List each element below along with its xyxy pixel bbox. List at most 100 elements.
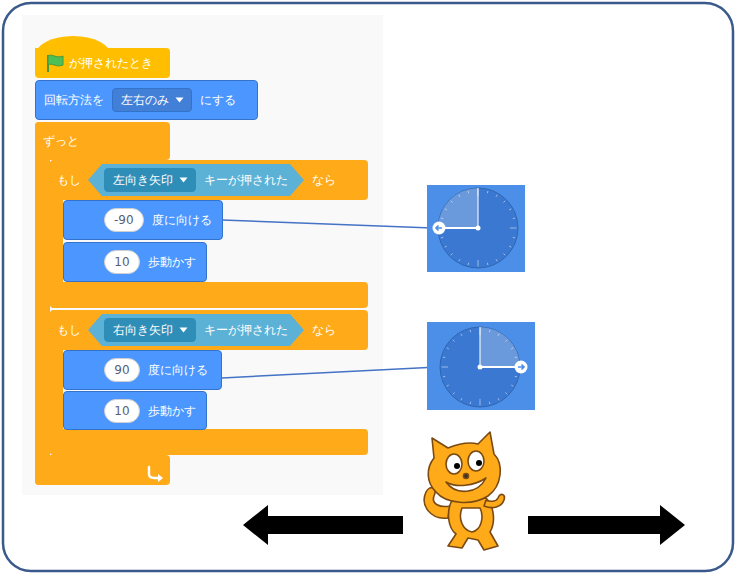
if-block: もしならキーが押された左向き矢印度に向ける-90歩動かす10 [50,160,368,308]
dial-tick [515,376,517,378]
c-block-part [50,310,368,350]
dial-tick [513,237,515,239]
dial-tick [513,218,515,220]
number-value: 10 [114,254,129,270]
stack-block: 度に向ける -90 [63,200,223,240]
dial-tick [451,253,453,255]
dropdown-arrow-shape [176,98,184,103]
block-label: キーが押された [204,172,288,188]
frame [3,3,733,571]
block-label: キーが押された [204,322,288,338]
dial-tick [496,195,497,197]
dropdown-arrow-shape [180,328,188,333]
c-block-part [50,282,368,308]
dial-knob [433,222,446,235]
cat-eye [468,451,484,471]
cat-eye [446,454,462,474]
dial-tick [511,385,513,386]
c-block-part [35,122,170,160]
dial-tick [509,209,511,210]
dropdown-arrow-shape [180,178,188,183]
dropdown-menu: 右向き矢印 [104,318,196,342]
dial-tick [461,398,462,400]
hat-block: が押されたとき [35,48,170,78]
number-input: 10 [104,399,140,423]
dial-zero [477,188,479,228]
dropdown-value: 左向き矢印 [113,172,173,188]
sensing-block: キーが押された 右向き矢印 [88,314,304,346]
dropdown-arrow [175,97,184,103]
dial-tick [498,398,499,400]
cat-belly [460,508,481,532]
cat-mouth [446,478,486,491]
dial-knob [515,361,528,374]
dial-hand [480,366,518,368]
dial-tick [503,253,505,255]
c-block-part [50,429,368,455]
block-label: なら [312,322,336,338]
forever-block: ずっともしならキーが押された左向き矢印度に向ける-90歩動かす10もしならキーが… [35,122,170,485]
dial-tick [487,191,489,193]
c-block-part [50,160,368,200]
number-input: 90 [104,358,140,382]
dial-tick [453,392,455,394]
block-label: にする [200,92,236,108]
direction-dial [427,185,525,272]
block-label: 歩動かす [148,403,196,419]
block-label: 度に向ける [152,212,212,228]
flag-cloth [48,55,63,66]
dial-tick [510,228,517,229]
stack-block: 歩動かす10 [63,242,207,282]
dial-face [440,327,520,407]
block-label: もし [57,172,81,188]
number-input: 10 [104,250,140,274]
dial-knob-arrow [436,226,442,231]
dial-tick [443,376,445,378]
number-input: -90 [104,208,144,232]
dial-tick [478,260,479,267]
block-label: ずっと [43,133,79,149]
block-label: が押されたとき [69,55,153,71]
dial-tick [496,259,497,261]
dial-panel [427,322,535,410]
dial-tick [480,399,481,406]
dropdown-menu: 左向き矢印 [104,168,196,192]
number-value: 90 [114,362,129,378]
green-flag [44,53,66,73]
dial-center [478,365,483,370]
right-arrow [528,505,685,545]
dial-tick [487,263,489,265]
dial-tick [445,246,447,247]
loop-icon-head [158,474,163,482]
dial-tick [461,334,462,336]
cat-nose [464,474,469,479]
dropdown-arrow [179,327,188,333]
dial-face [438,188,518,268]
if-block: もし なら キーが押された 右向き矢印度に向ける90 歩動かす 10 [50,310,368,455]
dial-tick [442,367,449,368]
c-block-part [35,122,50,485]
dial-tick [443,357,445,359]
stack-block: 度に向ける90 [63,350,222,390]
cat-pupil [454,463,460,469]
scratch-cat [424,432,504,550]
dropdown-value: 右向き矢印 [113,322,173,338]
direction-dial [427,322,535,410]
dial-sector [480,327,520,367]
leader-line [222,220,432,228]
dial-tick [459,259,460,261]
dial-tick [447,348,449,349]
dial-sector [438,188,478,228]
dial-panel [427,185,525,272]
code-area [22,15,383,495]
dial-tick [447,385,449,386]
loop-icon [149,467,163,482]
left-arrow [243,505,403,545]
dial-tick [453,340,455,342]
block-label: もし [57,322,81,338]
cat-head [428,432,500,502]
dial-zero [479,327,481,367]
c-block-part [35,455,170,485]
dropdown-value: 左右のみ [121,92,169,108]
dial-tick [470,402,472,404]
